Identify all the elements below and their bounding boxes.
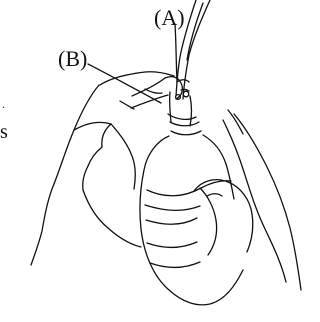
hand xyxy=(31,184,54,265)
finger xyxy=(120,101,134,109)
left-edge-text-top: . xyxy=(2,98,5,110)
hand xyxy=(74,122,111,130)
bulb-stripe xyxy=(147,242,197,247)
bulb-neck-band xyxy=(170,122,199,126)
callout-b-label: (B) xyxy=(58,48,87,70)
left-edge-text-bottom: s xyxy=(0,122,8,142)
callout-a-pointer xyxy=(175,24,177,82)
bulb-neck-band xyxy=(171,131,201,135)
hand xyxy=(108,228,141,247)
valve-knob xyxy=(183,91,189,97)
bulb-stripe xyxy=(150,262,200,267)
bulb-stripe xyxy=(146,218,197,224)
finger xyxy=(145,89,162,93)
hand xyxy=(234,114,301,290)
hand xyxy=(54,85,99,184)
hand xyxy=(102,124,111,147)
bulb-neck xyxy=(170,92,171,122)
bulb-neck xyxy=(190,96,192,126)
callout-a-label: (A) xyxy=(154,7,185,29)
thumb xyxy=(200,188,217,255)
hand xyxy=(88,147,102,166)
rubber-bulb xyxy=(203,135,234,199)
hand xyxy=(111,124,135,189)
bulb-stripe xyxy=(147,181,231,196)
hand xyxy=(83,166,88,190)
callout-b-pointer xyxy=(88,64,161,103)
hand xyxy=(83,190,108,228)
hand xyxy=(100,72,174,85)
thumb-nail xyxy=(207,194,222,196)
bulb-stripe xyxy=(145,205,200,210)
tube-line xyxy=(183,0,210,99)
